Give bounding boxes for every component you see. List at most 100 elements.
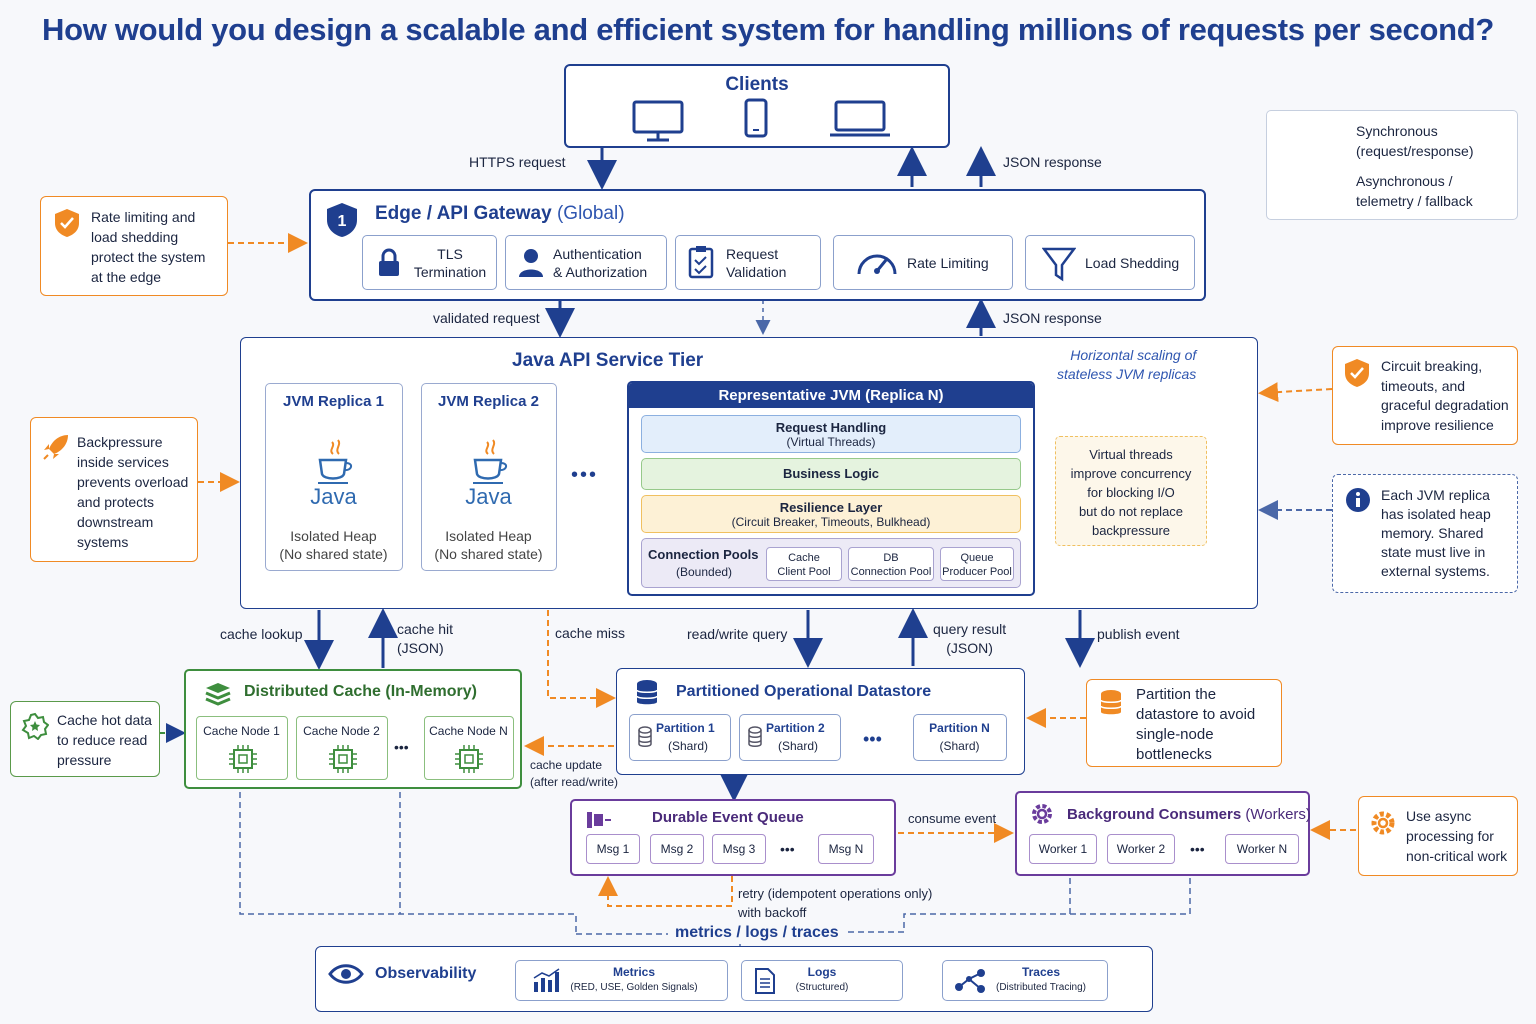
desktop-icon [632, 100, 684, 142]
replica-title: JVM Replica 1 [283, 393, 384, 410]
replica-heap: Isolated Heap (No shared state) [279, 528, 388, 562]
pool-item: Cache Client Pool [766, 547, 842, 581]
database-icon [638, 726, 652, 747]
partition-sub: (Shard) [778, 739, 819, 753]
gateway-title: Edge / API Gateway [375, 203, 552, 224]
gateway-item-label: TLS Termination [413, 246, 487, 280]
observability-logs: Logs (Structured) [741, 960, 903, 1001]
json-response-label: JSON response [1003, 154, 1102, 170]
background-consumers: Background Consumers (Workers) Worker 1 … [1015, 791, 1311, 876]
cache-miss-label: cache miss [555, 625, 626, 641]
layer-title: Request Handling [775, 420, 887, 435]
worker-item: Worker N [1225, 834, 1299, 864]
worker-item: Worker 1 [1029, 834, 1097, 864]
gateway-item-validation: Request Validation [675, 235, 821, 290]
layer-request-handling: Request Handling (Virtual Threads) [641, 415, 1021, 453]
queue-msg: Msg 2 [650, 834, 704, 864]
cache-node: Cache Node N [424, 716, 514, 780]
note-text: Circuit breaking, timeouts, and graceful… [1381, 358, 1509, 433]
gateway-item-label: Request Validation [726, 246, 787, 280]
shield-icon: 1 [327, 203, 357, 237]
validated-request-label: validated request [433, 310, 540, 326]
bar-chart-icon [533, 968, 560, 992]
https-request-label: HTTPS request [469, 154, 566, 170]
representative-jvm: Representative JVM (Replica N) Request H… [627, 381, 1035, 596]
partition-sub: (Shard) [939, 739, 980, 753]
gauge-icon [857, 254, 897, 275]
partition-n: Partition N (Shard) [913, 714, 1007, 761]
java-cup-icon [318, 439, 352, 484]
legend-sync-label: Synchronous (request/response) [1356, 123, 1474, 159]
jvm-replica-2: JVM Replica 2 Java Isolated Heap (No sha… [421, 383, 557, 571]
partition-name: Partition 2 [766, 721, 825, 735]
queue-msg: Msg N [818, 834, 874, 864]
query-result-label: query result (JSON) [933, 621, 1007, 656]
observability: Observability Metrics (RED, USE, Golden … [315, 946, 1153, 1012]
service-tier-title: Java API Service Tier [512, 350, 704, 371]
worker-item: Worker 2 [1107, 834, 1175, 864]
java-logo-text: Java [465, 484, 512, 509]
laptop-icon [830, 100, 890, 137]
scaling-note: Horizontal scaling of stateless JVM repl… [1057, 347, 1197, 382]
java-service-tier: Java API Service Tier Horizontal scaling… [240, 337, 1258, 609]
cache-update-label: cache update (after read/write) [530, 758, 619, 789]
note-backpressure: Backpressure inside services prevents ov… [30, 417, 198, 562]
gear-icon [1371, 811, 1395, 835]
json-response-label: JSON response [1003, 310, 1102, 326]
retry-label: retry (idempotent operations only) with … [738, 886, 933, 920]
clients-box: Clients [564, 64, 950, 148]
virtual-threads-note: Virtual threads improve concurrency for … [1055, 436, 1207, 546]
telemetry-label: metrics / logs / traces [675, 924, 839, 941]
java-cup-icon [473, 439, 507, 484]
observability-title: Observability [375, 965, 477, 982]
note-rate-limiting: Rate limiting and load shedding protect … [40, 196, 228, 296]
layer-business-logic: Business Logic [641, 458, 1021, 490]
replica-title: JVM Replica 2 [438, 393, 539, 410]
gateway-item-tls: TLS Termination [362, 235, 497, 290]
pool-item: DB Connection Pool [848, 547, 934, 581]
datastore-title: Partitioned Operational Datastore [676, 683, 932, 700]
replicas-ellipsis: ••• [571, 464, 599, 486]
observability-item-sub: (Structured) [795, 982, 849, 993]
cache-node-label: Cache Node N [429, 724, 508, 738]
gateway-item-rate-limiting: Rate Limiting [833, 235, 1013, 290]
note-text: Partition the datastore to avoid single-… [1136, 686, 1256, 763]
partition-sub: (Shard) [668, 739, 709, 753]
observability-item-name: Traces [1021, 965, 1061, 979]
observability-item-sub: (RED, USE, Golden Signals) [570, 982, 698, 993]
gateway-item-label: Load Shedding [1085, 255, 1180, 271]
note-text: Cache hot data to reduce read pressure [57, 712, 152, 768]
observability-traces: Traces (Distributed Tracing) [942, 960, 1108, 1001]
gateway-item-load-shedding: Load Shedding [1025, 235, 1195, 290]
cache-hit-label: cache hit (JSON) [397, 621, 454, 656]
partition-2: Partition 2 (Shard) [739, 714, 841, 761]
note-text: Rate limiting and load shedding protect … [91, 209, 206, 285]
gear-icon [1032, 804, 1052, 824]
database-icon [748, 726, 762, 747]
partition-1: Partition 1 (Shard) [629, 714, 731, 761]
observability-item-sub: (Distributed Tracing) [995, 982, 1087, 993]
gateway-title-suffix: (Global) [556, 203, 625, 224]
document-icon [755, 968, 775, 994]
cache-lookup-label: cache lookup [220, 626, 303, 642]
share-nodes-icon [955, 969, 985, 993]
layer-title: Resilience Layer [779, 500, 883, 515]
layer-resilience: Resilience Layer (Circuit Breaker, Timeo… [641, 495, 1021, 533]
publish-event-label: publish event [1097, 626, 1180, 642]
chip-icon [229, 745, 257, 773]
page-title: How would you design a scalable and effi… [42, 12, 1494, 47]
partition-name: Partition 1 [656, 721, 715, 735]
queue-msg: Msg 3 [712, 834, 766, 864]
mobile-icon [744, 98, 768, 138]
pools-subtitle: (Bounded) [676, 565, 733, 579]
queue-ellipsis: ••• [780, 841, 795, 857]
observability-item-name: Metrics [612, 965, 656, 979]
legend-async-label: Asynchronous / telemetry / fallback [1356, 173, 1473, 209]
gateway-item-label: Rate Limiting [907, 255, 989, 271]
queue-title: Durable Event Queue [652, 809, 804, 826]
api-gateway: 1 Edge / API Gateway (Global) TLS Termin… [309, 189, 1206, 301]
workers-ellipsis: ••• [1190, 841, 1205, 857]
layer-subtitle: (Circuit Breaker, Timeouts, Bulkhead) [731, 515, 931, 529]
jvm-replica-1: JVM Replica 1 Java Isolated Heap (No sha… [265, 383, 403, 571]
